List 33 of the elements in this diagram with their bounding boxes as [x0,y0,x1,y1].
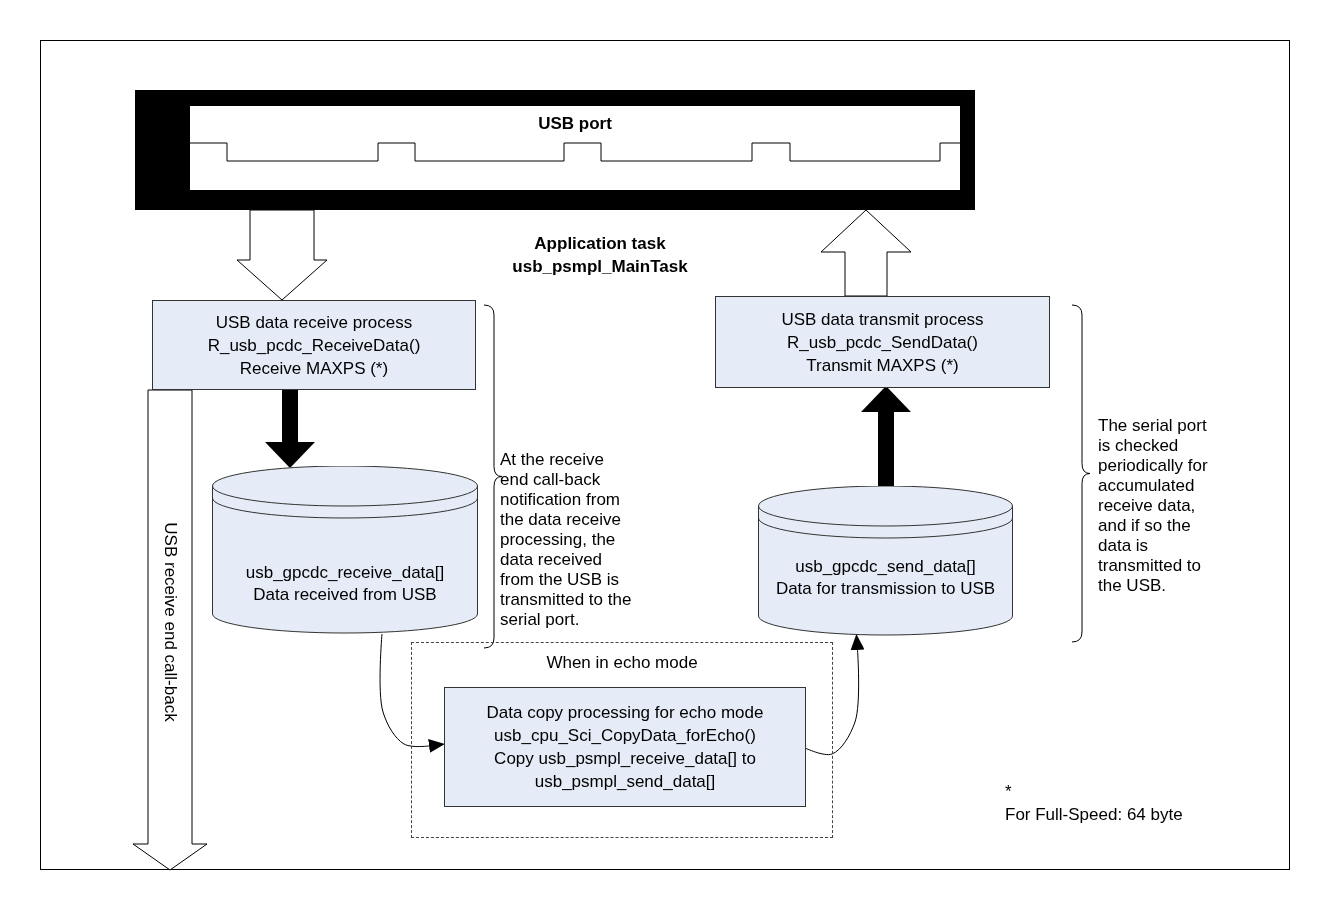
process-text: Data copy processing for echo mode [485,702,765,724]
group-title: When in echo mode [545,652,699,673]
footnote-text: For Full-Speed: 64 byte [1005,805,1184,825]
process-text: USB data transmit process [780,308,985,331]
port-title: USB port [537,113,613,134]
note-text: The serial port is checked periodically for accumulated receive data, and if so the data is transmitted to the USB. [1098,416,1209,596]
buffer-text: Data received from USB [252,584,438,606]
hollow-arrow [132,389,208,871]
usb-port-band [135,90,975,210]
thick-arrow [265,390,315,468]
arrow [804,634,865,756]
hollow-arrow [820,209,912,297]
footnote-mark: * [1005,782,1013,802]
process-box [444,687,806,807]
buffer-text: usb_gpcdc_receive_data[] [244,562,446,584]
process-text: R_usb_pcdc_ReceiveData() [206,334,422,357]
buffer-text: Data for transmission to USB [774,578,997,600]
arrow [379,633,445,753]
task-title: Application task usb_psmpl_MainTask [511,233,689,278]
process-text: Receive MAXPS (*) [238,357,390,380]
hollow-arrow [236,209,328,301]
edge-label: USB receive end call-back [160,521,180,724]
mode-group-frame [411,642,833,838]
process-box [715,296,1050,388]
process-text: R_usb_pcdc_SendData() [786,331,979,354]
process-text: Copy usb_psmpl_receive_data[] to usb_psmpl_send_data[] [493,748,757,793]
process-text: USB data receive process [214,311,414,334]
process-text: Transmit MAXPS (*) [805,354,960,377]
note-text: At the receive end call-back notification from the data receive processing, the data received from the USB is transmitted to the serial port. [500,450,633,630]
buffer-text: usb_gpcdc_send_data[] [794,556,977,578]
process-text: usb_cpu_Sci_CopyData_forEcho() [493,725,757,747]
thick-arrow [861,386,911,486]
process-box [152,300,476,390]
